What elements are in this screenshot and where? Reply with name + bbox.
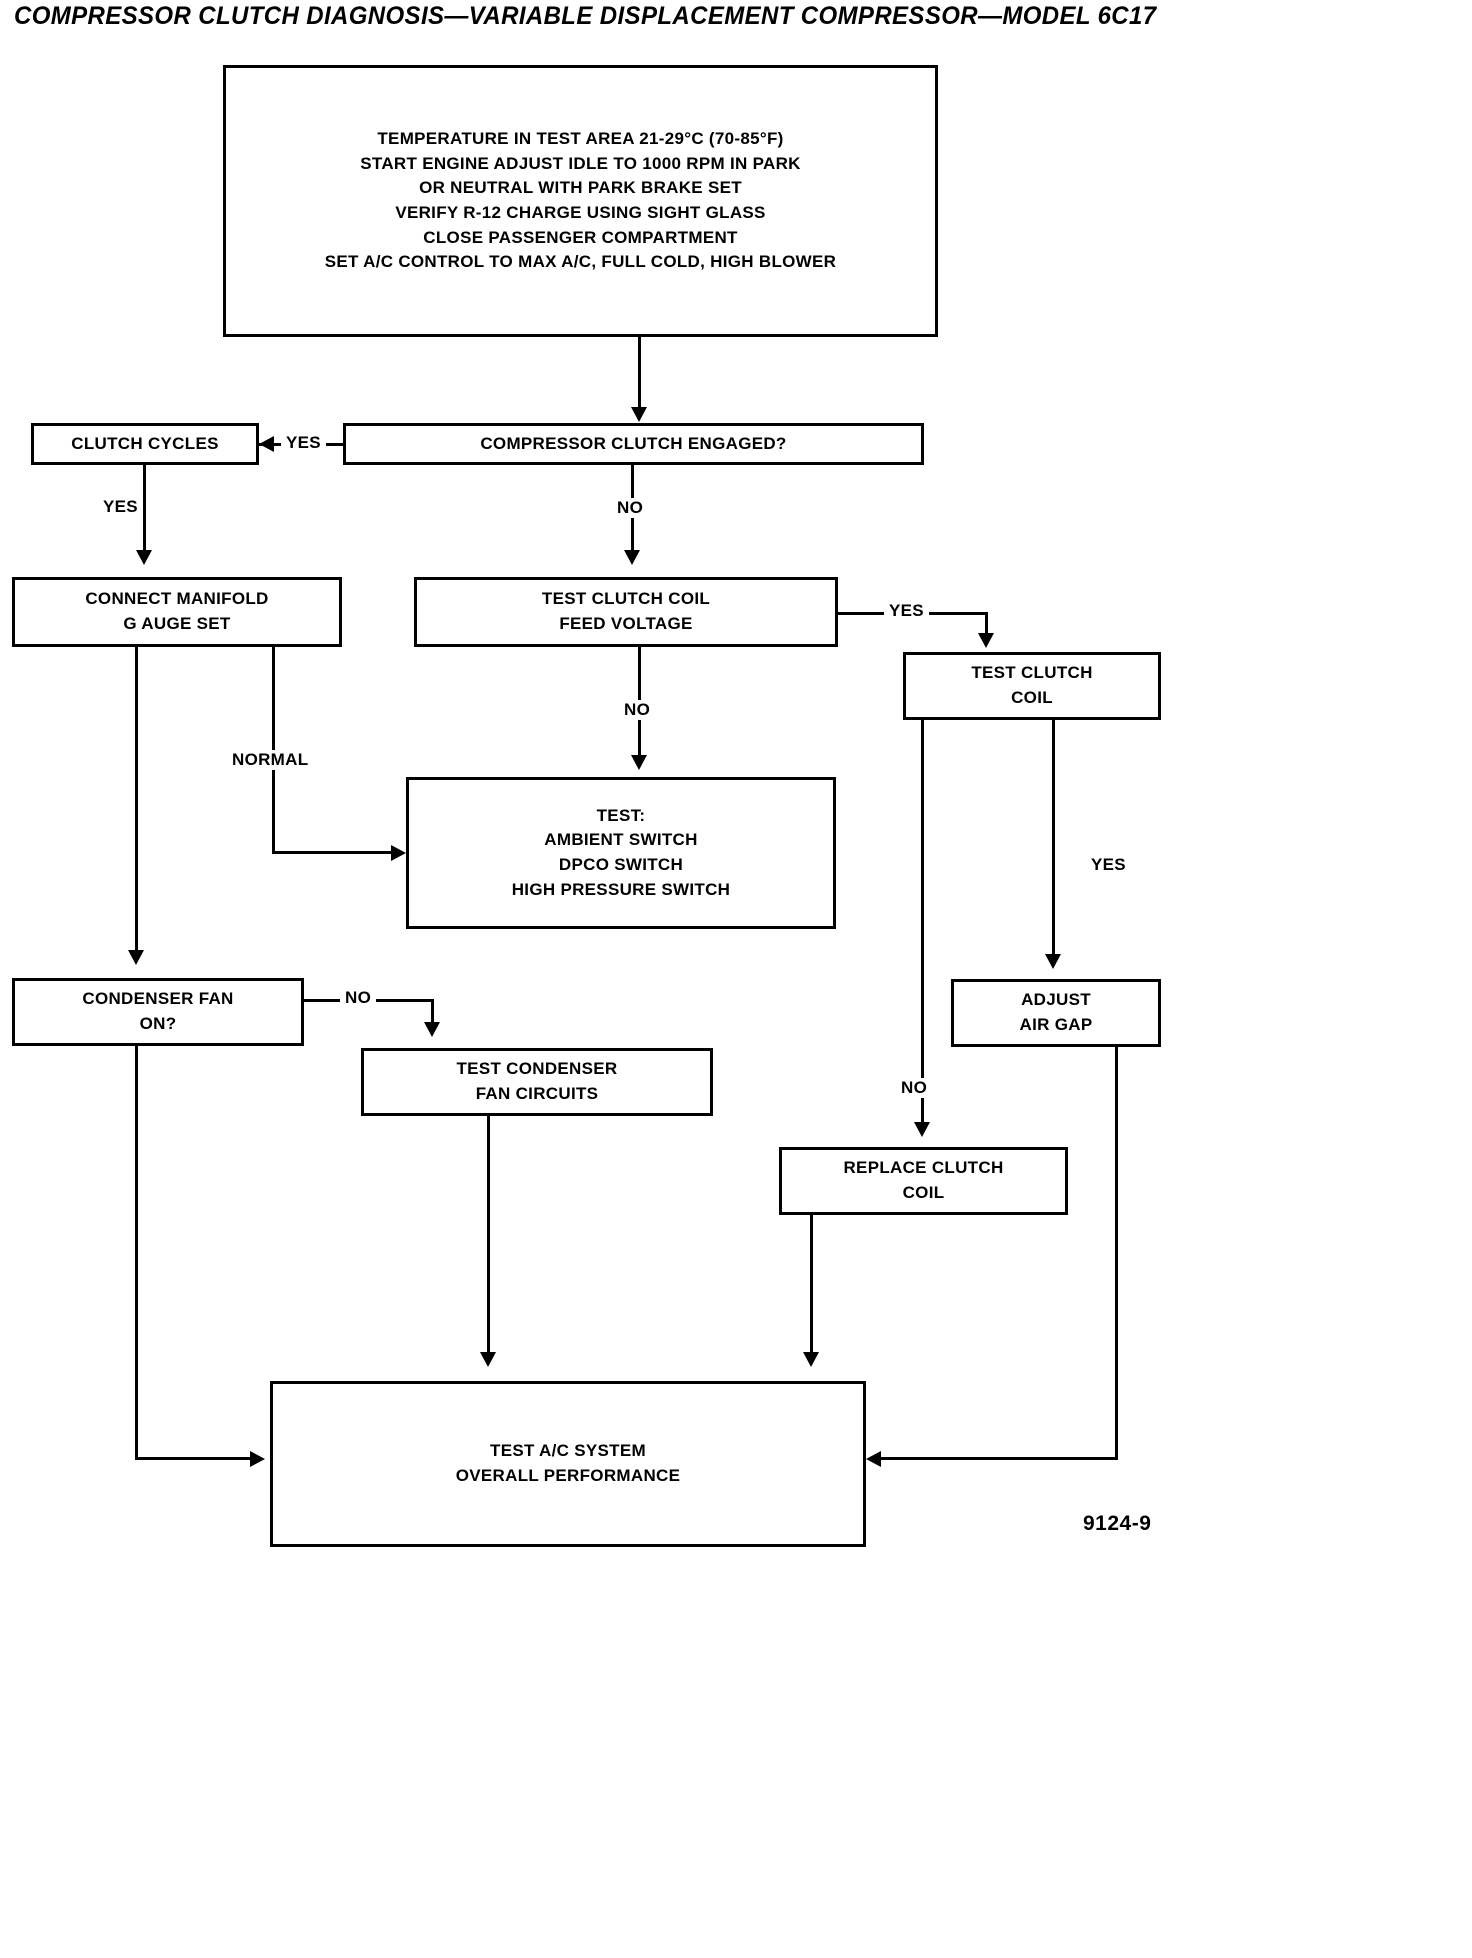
box-test-clutch-coil: TEST CLUTCH COIL xyxy=(903,652,1161,720)
box-test-ac-system-overall-performance: TEST A/C SYSTEM OVERALL PERFORMANCE xyxy=(270,1381,866,1547)
arrow-manifold-to-switches xyxy=(391,845,406,861)
preconditions-line-1: TEMPERATURE IN TEST AREA 21-29°C (70-85°… xyxy=(377,129,784,149)
arrow-fan-to-circuits xyxy=(424,1022,440,1037)
edge-label-engaged-no: NO xyxy=(612,498,649,518)
connector-coil-to-replace xyxy=(921,720,924,1126)
box-test-switches: TEST: AMBIENT SWITCH DPCO SWITCH HIGH PR… xyxy=(406,777,836,929)
connector-air-gap-to-performance-v xyxy=(1115,1047,1118,1460)
box-replace-clutch-coil: REPLACE CLUTCH COIL xyxy=(779,1147,1068,1215)
connector-manifold-normal-h xyxy=(272,851,391,854)
test-switches-line-2: AMBIENT SWITCH xyxy=(544,830,698,850)
edge-label-fan-no: NO xyxy=(340,988,377,1008)
arrow-engaged-to-cycles xyxy=(259,436,274,452)
arrow-replace-to-performance xyxy=(803,1352,819,1367)
connector-coil-to-air-gap xyxy=(1052,720,1055,958)
test-feed-voltage-line-1: TEST CLUTCH COIL xyxy=(541,589,711,609)
box-connect-manifold-gauge-set: CONNECT MANIFOLD G AUGE SET xyxy=(12,577,342,647)
edge-label-manifold-normal: NORMAL xyxy=(227,750,314,770)
arrow-fan-to-performance xyxy=(250,1451,265,1467)
test-clutch-coil-line-1: TEST CLUTCH xyxy=(971,663,1093,683)
condenser-fan-line-2: ON? xyxy=(139,1014,177,1033)
arrow-engaged-to-feed-voltage xyxy=(624,550,640,565)
replace-clutch-coil-line-2: COIL xyxy=(902,1183,945,1202)
test-feed-voltage-line-2: FEED VOLTAGE xyxy=(559,614,693,633)
connect-manifold-line-2: G AUGE SET xyxy=(123,614,231,633)
test-switches-line-1: TEST: xyxy=(596,805,646,825)
connector-fan-to-performance-v xyxy=(135,1046,138,1460)
clutch-cycles-label: CLUTCH CYCLES xyxy=(71,433,219,453)
connect-manifold-line-1: CONNECT MANIFOLD xyxy=(85,589,269,609)
edge-label-feed-voltage-yes: YES xyxy=(884,601,929,621)
test-performance-line-2: OVERALL PERFORMANCE xyxy=(455,1466,681,1485)
arrow-coil-to-air-gap xyxy=(1045,954,1061,969)
preconditions-line-4: VERIFY R-12 CHARGE USING SIGHT GLASS xyxy=(395,203,766,222)
test-clutch-coil-line-2: COIL xyxy=(1011,688,1053,707)
arrow-feed-voltage-to-coil xyxy=(978,633,994,648)
test-fan-circuits-line-1: TEST CONDENSER xyxy=(456,1059,618,1079)
box-test-clutch-coil-feed-voltage: TEST CLUTCH COIL FEED VOLTAGE xyxy=(414,577,838,647)
edge-label-coil-no: NO xyxy=(896,1078,933,1098)
box-adjust-air-gap: ADJUST AIR GAP xyxy=(951,979,1161,1047)
connector-fan-to-performance-h xyxy=(135,1457,250,1460)
arrow-cycles-to-manifold xyxy=(136,550,152,565)
box-compressor-clutch-engaged: COMPRESSOR CLUTCH ENGAGED? xyxy=(343,423,924,465)
edge-label-cycles-yes: YES xyxy=(98,497,143,517)
arrow-circuits-to-performance xyxy=(480,1352,496,1367)
box-test-condenser-fan-circuits: TEST CONDENSER FAN CIRCUITS xyxy=(361,1048,713,1116)
box-condenser-fan-on: CONDENSER FAN ON? xyxy=(12,978,304,1046)
test-performance-line-1: TEST A/C SYSTEM xyxy=(490,1441,646,1461)
test-fan-circuits-line-2: FAN CIRCUITS xyxy=(475,1084,599,1103)
arrow-preconditions-to-engaged xyxy=(631,407,647,422)
arrow-feed-voltage-to-switches xyxy=(631,755,647,770)
connector-air-gap-to-performance-h xyxy=(880,1457,1118,1460)
connector-cycles-to-manifold xyxy=(143,465,146,555)
connector-circuits-to-performance xyxy=(487,1116,490,1356)
preconditions-line-3: OR NEUTRAL WITH PARK BRAKE SET xyxy=(419,178,742,198)
connector-preconditions-to-engaged xyxy=(638,337,641,409)
preconditions-line-6: SET A/C CONTROL TO MAX A/C, FULL COLD, H… xyxy=(324,252,837,272)
box-preconditions: TEMPERATURE IN TEST AREA 21-29°C (70-85°… xyxy=(223,65,938,337)
connector-feed-voltage-to-coil-v xyxy=(985,612,988,640)
edge-label-feed-voltage-no: NO xyxy=(619,700,656,720)
box-clutch-cycles: CLUTCH CYCLES xyxy=(31,423,259,465)
arrow-coil-to-replace xyxy=(914,1122,930,1137)
arrow-manifold-to-condenser-fan xyxy=(128,950,144,965)
adjust-air-gap-line-2: AIR GAP xyxy=(1019,1015,1093,1034)
replace-clutch-coil-line-1: REPLACE CLUTCH xyxy=(843,1158,1004,1178)
edge-label-engaged-yes: YES xyxy=(281,433,326,453)
test-switches-line-3: DPCO SWITCH xyxy=(558,855,684,874)
figure-number: 9124-9 xyxy=(1083,1512,1152,1535)
connector-manifold-to-condenser-fan xyxy=(135,647,138,954)
condenser-fan-line-1: CONDENSER FAN xyxy=(82,989,234,1009)
preconditions-line-2: START ENGINE ADJUST IDLE TO 1000 RPM IN … xyxy=(360,153,801,173)
edge-label-coil-yes: YES xyxy=(1086,855,1131,875)
arrow-air-gap-to-performance xyxy=(866,1451,881,1467)
connector-replace-to-performance xyxy=(810,1215,813,1356)
preconditions-line-5: CLOSE PASSENGER COMPARTMENT xyxy=(423,227,738,247)
test-switches-line-4: HIGH PRESSURE SWITCH xyxy=(511,879,731,899)
clutch-engaged-label: COMPRESSOR CLUTCH ENGAGED? xyxy=(480,433,787,453)
page-title: COMPRESSOR CLUTCH DIAGNOSIS—VARIABLE DIS… xyxy=(14,2,1157,30)
connector-fan-to-circuits-v xyxy=(431,999,434,1026)
adjust-air-gap-line-1: ADJUST xyxy=(1021,990,1091,1010)
